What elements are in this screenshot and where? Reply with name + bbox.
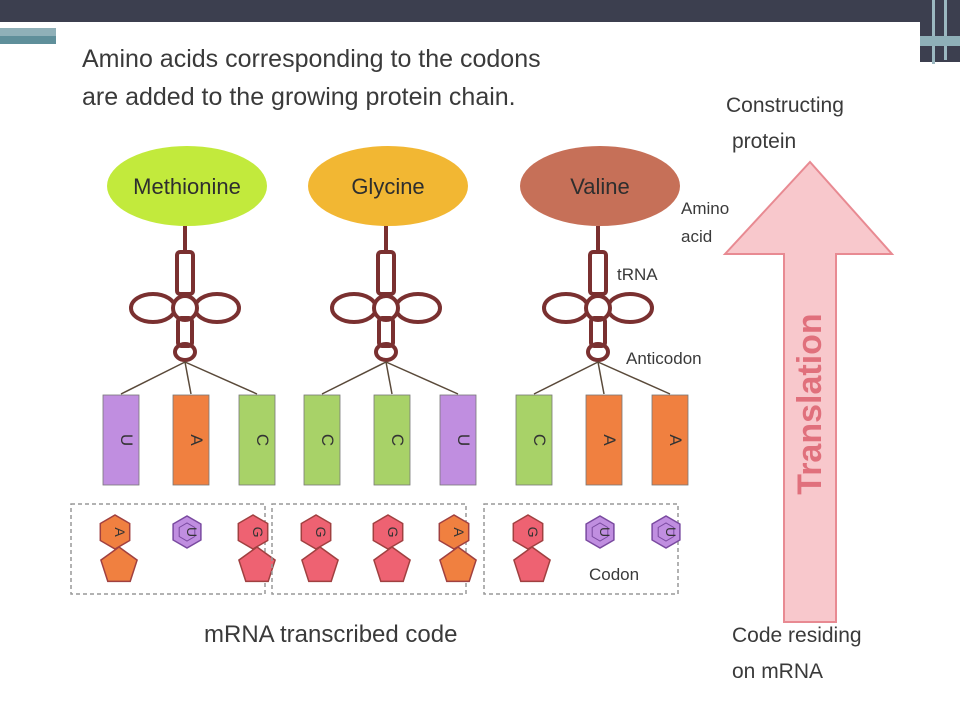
constructing-protein-label: Constructing <box>726 94 844 117</box>
slide-right-accent <box>920 36 960 46</box>
anticodon-box <box>373 394 411 486</box>
anticodon-connector <box>597 361 605 395</box>
codon-base-label: G <box>385 527 401 538</box>
codon-base: U <box>651 515 681 549</box>
codon-base-label: A <box>112 527 128 537</box>
codon-base: G <box>372 514 411 583</box>
trna-cloverleaf <box>330 250 442 362</box>
translation-diagram: Amino acids corresponding to the codons … <box>56 22 920 720</box>
codon-base: G <box>512 514 551 583</box>
anticodon-box <box>102 394 140 486</box>
anticodon-label: Anticodon <box>626 349 702 368</box>
diagram-canvas: Amino acids corresponding to the codons … <box>70 45 895 683</box>
codon-box <box>70 503 266 595</box>
slide-top-bar <box>0 0 960 22</box>
anticodon-base-label: U <box>454 434 473 446</box>
anticodon-box <box>303 394 341 486</box>
amino-acid-label-2: acid <box>681 227 712 246</box>
codon-base: A <box>438 514 477 583</box>
trna-cloverleaf <box>542 250 654 362</box>
codon-base-label: G <box>525 527 541 538</box>
codon-base: A <box>99 514 138 583</box>
amino-acid-name: Glycine <box>351 174 424 199</box>
codon-base: U <box>585 515 615 549</box>
header-line-1: Amino acids corresponding to the codons <box>82 45 541 73</box>
amino-acid-ellipse <box>308 146 468 226</box>
codon-base: G <box>300 514 339 583</box>
code-residing-label-2: on mRNA <box>732 660 823 683</box>
codon-base-label: G <box>313 527 329 538</box>
anticodon-connector <box>321 361 387 395</box>
amino-acid-label: Amino <box>681 199 729 218</box>
anticodon-connector <box>385 361 393 395</box>
slide-left-accent <box>0 36 56 44</box>
codon-base-label: A <box>451 527 467 537</box>
translation-arrow <box>722 160 895 623</box>
slide-corner-decoration <box>920 0 960 62</box>
anticodon-connector <box>533 361 599 395</box>
mrna-label: mRNA transcribed code <box>204 621 457 648</box>
amino-acid-ellipse <box>107 146 267 226</box>
amino-acid-ellipse <box>520 146 680 226</box>
code-residing-label: Code residing <box>732 624 862 647</box>
codon-base: G <box>237 514 276 583</box>
trna-label: tRNA <box>617 265 658 284</box>
anticodon-box <box>238 394 276 486</box>
anticodon-base-label: C <box>388 434 407 446</box>
codon-box <box>271 503 467 595</box>
header-line-2: are added to the growing protein chain. <box>82 83 516 111</box>
anticodon-connector <box>184 361 258 395</box>
anticodon-base-label: A <box>666 434 685 446</box>
anticodon-base-label: C <box>253 434 272 446</box>
anticodon-box <box>439 394 477 486</box>
slide-corner-stripe <box>932 0 935 64</box>
anticodon-connector <box>184 361 192 395</box>
codon-label: Codon <box>589 565 639 584</box>
codon-base: U <box>172 515 202 549</box>
anticodon-box <box>515 394 553 486</box>
anticodon-box <box>172 394 210 486</box>
anticodon-connector <box>120 361 186 395</box>
anticodon-base-label: C <box>530 434 549 446</box>
amino-acid-name: Valine <box>570 174 630 199</box>
codon-base-label: U <box>597 527 613 537</box>
anticodon-box <box>651 394 689 486</box>
codon-base-label: U <box>184 527 200 537</box>
codon-base-label: U <box>663 527 679 537</box>
anticodon-connector <box>385 361 459 395</box>
slide-corner-stripe <box>944 0 947 60</box>
codon-box <box>483 503 679 595</box>
anticodon-connector <box>597 361 671 395</box>
anticodon-base-label: U <box>117 434 136 446</box>
amino-acid-name: Methionine <box>133 174 241 199</box>
trna-cloverleaf <box>129 250 241 362</box>
anticodon-base-label: A <box>600 434 619 446</box>
anticodon-base-label: C <box>318 434 337 446</box>
translation-label: Translation <box>791 313 829 494</box>
codon-base-label: G <box>250 527 266 538</box>
anticodon-base-label: A <box>187 434 206 446</box>
anticodon-box <box>585 394 623 486</box>
constructing-protein-label-2: protein <box>732 130 796 153</box>
